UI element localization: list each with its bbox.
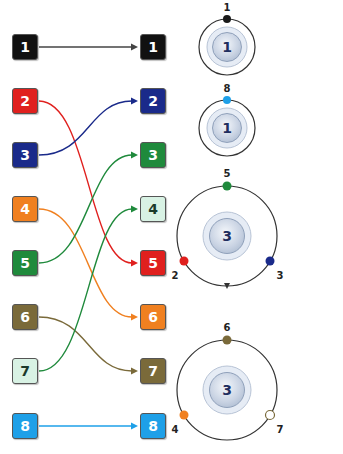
number-box: 2 [140, 88, 166, 114]
orbit [199, 19, 255, 75]
atom-nucleus: 1 [212, 32, 242, 62]
connector-arrow [39, 209, 138, 321]
connector-line [39, 425, 132, 426]
number-box: 2 [12, 88, 38, 114]
nucleus-number: 3 [222, 229, 232, 243]
number-box: 3 [140, 142, 166, 168]
electron-number: 2 [172, 271, 179, 281]
nucleus-halo [203, 212, 251, 260]
connector-line [39, 317, 132, 371]
atom-nucleus: 3 [209, 218, 245, 254]
connector-arrow [39, 206, 138, 372]
orbit-direction [224, 283, 230, 289]
nucleus-halo [203, 366, 251, 414]
connector-arrow [39, 152, 138, 264]
arrow-head [131, 260, 138, 267]
arrow-head [131, 44, 138, 51]
connector-arrow [39, 44, 138, 51]
box-number: 6 [148, 310, 158, 324]
box-number: 5 [20, 256, 30, 270]
number-box: 4 [140, 196, 166, 222]
connector-arrow [39, 101, 138, 267]
number-box: 8 [140, 413, 166, 439]
electron [223, 15, 231, 23]
number-box: 1 [140, 34, 166, 60]
arrow-head [131, 368, 138, 375]
nucleus-number: 1 [222, 121, 232, 135]
box-number: 4 [20, 202, 30, 216]
electron [223, 96, 231, 104]
electron [223, 336, 232, 345]
box-number: 5 [148, 256, 158, 270]
box-number: 8 [148, 419, 158, 433]
nucleus-halo [207, 27, 247, 67]
nucleus-number: 3 [222, 383, 232, 397]
connector-line [39, 155, 132, 263]
electron [223, 182, 232, 191]
connector-line [39, 209, 132, 317]
box-number: 2 [148, 94, 158, 108]
electron-number: 8 [224, 84, 231, 94]
connector-line [39, 209, 132, 371]
orbit [177, 340, 277, 440]
number-box: 3 [12, 142, 38, 168]
electron [180, 257, 189, 266]
electron-number: 5 [224, 169, 231, 179]
electron-number: 1 [224, 3, 231, 13]
number-box: 8 [12, 413, 38, 439]
electron-number: 3 [277, 271, 284, 281]
electron [266, 257, 275, 266]
number-box: 6 [12, 304, 38, 330]
box-number: 1 [148, 40, 158, 54]
nucleus-number: 1 [222, 40, 232, 54]
nucleus-halo [207, 108, 247, 148]
number-box: 5 [12, 250, 38, 276]
orbit [177, 186, 277, 286]
arrow-head [131, 206, 138, 213]
box-number: 7 [148, 364, 158, 378]
box-number: 3 [20, 148, 30, 162]
arrow-head [131, 152, 138, 159]
arrow-head [131, 98, 138, 105]
atom-nucleus: 1 [212, 113, 242, 143]
box-number: 7 [20, 364, 30, 378]
number-box: 1 [12, 34, 38, 60]
electron [180, 411, 189, 420]
number-box: 7 [140, 358, 166, 384]
connector-line [39, 101, 132, 263]
box-number: 6 [20, 310, 30, 324]
connector-line [39, 46, 132, 47]
number-box: 4 [12, 196, 38, 222]
connector-line [39, 101, 132, 155]
number-box: 6 [140, 304, 166, 330]
electron [266, 411, 275, 420]
orbit [199, 100, 255, 156]
box-number: 3 [148, 148, 158, 162]
number-box: 7 [12, 358, 38, 384]
box-number: 2 [20, 94, 30, 108]
electron-number: 4 [172, 425, 179, 435]
electron-number: 6 [224, 323, 231, 333]
box-number: 8 [20, 419, 30, 433]
connector-arrow [39, 423, 138, 430]
box-number: 1 [20, 40, 30, 54]
arrow-head [131, 423, 138, 430]
number-box: 5 [140, 250, 166, 276]
electron-number: 7 [277, 425, 284, 435]
arrow-head [131, 314, 138, 321]
atom-nucleus: 3 [209, 372, 245, 408]
connector-arrow [39, 98, 138, 156]
box-number: 4 [148, 202, 158, 216]
